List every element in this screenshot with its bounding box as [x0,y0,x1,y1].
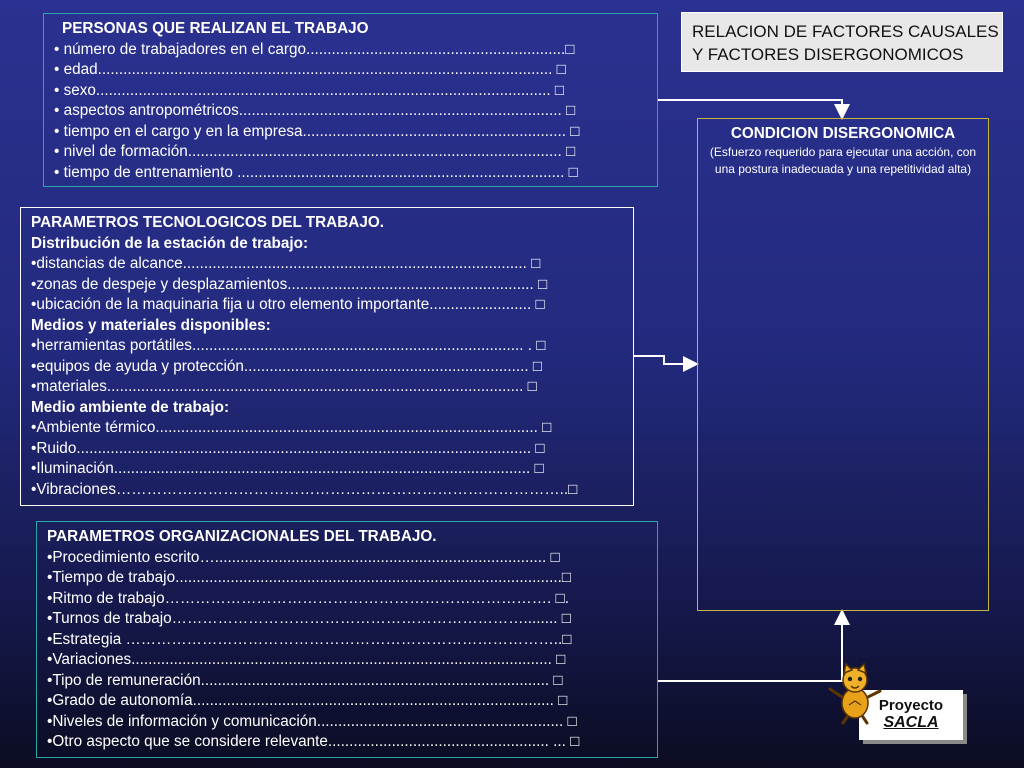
tecnologicos-item: •Iluminación............................… [31,460,544,477]
tecnologicos-item: •herramientas portátiles................… [31,337,546,354]
arrow-personas-to-condicion [658,99,850,120]
organizacionales-title: PARAMETROS ORGANIZACIONALES DEL TRABAJO. [47,528,437,545]
tecnologicos-item: •distancias de alcance..................… [31,255,541,272]
tecnologicos-item: •ubicación de la maquinaria fija u otro … [31,296,545,313]
organizacionales-item: •Tipo de remuneración...................… [47,671,563,689]
organizacionales-item: •Variaciones............................… [47,651,566,668]
tecnologicos-heading: Medio ambiente de trabajo: [31,398,230,416]
logo-line-2: SACLA [883,714,939,731]
personas-box: PERSONAS QUE REALIZAN EL TRABAJO • númer… [43,13,658,187]
arrow-organizacionales-to-condicion [658,609,850,682]
condicion-disergonomica-box: CONDICION DISERGONOMICA (Esfuerzo requer… [697,118,989,611]
organizacionales-item: •Niveles de información y comunicación..… [47,712,577,730]
organizacionales-item: •Procedimiento escrito….................… [47,548,560,566]
tecnologicos-box: PARAMETROS TECNOLOGICOS DEL TRABAJO. Dis… [20,207,634,506]
tecnologicos-title: PARAMETROS TECNOLOGICOS DEL TRABAJO. [31,214,384,231]
organizacionales-item: •Turnos de trabajo…………………………………………………………… [47,610,572,627]
tecnologicos-heading: Distribución de la estación de trabajo: [31,234,309,252]
personas-item: • tiempo en el cargo y en la empresa....… [54,122,580,140]
tecnologicos-item: •equipos de ayuda y protección..........… [31,357,543,375]
organizacionales-item: •Grado de autonomía.....................… [47,692,568,709]
tecnologicos-item: •Ambiente térmico.......................… [31,419,552,436]
proyecto-sacla-logo: Proyecto SACLA [859,690,963,740]
arrow-tecnologicos-to-condicion [634,355,699,372]
personas-item: • tiempo de entrenamiento ..............… [54,163,578,181]
diagram-title-box: RELACION DE FACTORES CAUSALES Y FACTORES… [681,12,1003,72]
personas-item: • nivel de formación....................… [54,143,576,160]
personas-item: • aspectos antropométricos..............… [54,102,576,119]
personas-item: • sexo..................................… [54,81,565,99]
personas-title: PERSONAS QUE REALIZAN EL TRABAJO [62,20,369,37]
tecnologicos-item: •zonas de despeje y desplazamientos.....… [31,275,548,293]
organizacionales-item: •Ritmo de trabajo……………………………………………………………… [47,589,569,607]
condicion-title: CONDICION DISERGONOMICA [730,125,956,142]
cat-mascot-icon [828,663,882,725]
diagram-title-line-2: Y FACTORES DISERGONOMICOS [692,45,964,64]
tecnologicos-heading: Medios y materiales disponibles: [31,316,271,334]
tecnologicos-item: •Vibraciones…………………………………………………………………………… [31,480,578,498]
personas-item: • edad..................................… [54,61,566,78]
tecnologicos-item: •materiales.............................… [31,378,537,395]
organizacionales-item: •Estrategia …………………………………………………………………………… [47,630,572,648]
logo-line-1: Proyecto [878,697,944,714]
organizacionales-item: •Otro aspecto que se considere relevante… [47,733,580,750]
condicion-description-line-2: una postura inadecuada y una repetitivid… [714,162,972,176]
personas-item: • número de trabajadores en el cargo....… [54,40,575,58]
organizacionales-item: •Tiempo de trabajo......................… [47,569,572,586]
organizacionales-box: PARAMETROS ORGANIZACIONALES DEL TRABAJO.… [36,521,658,758]
condicion-description-line-1: (Esfuerzo requerido para ejecutar una ac… [709,145,977,159]
tecnologicos-item: •Ruido..................................… [31,439,545,457]
diagram-title-line-1: RELACION DE FACTORES CAUSALES [692,22,999,41]
